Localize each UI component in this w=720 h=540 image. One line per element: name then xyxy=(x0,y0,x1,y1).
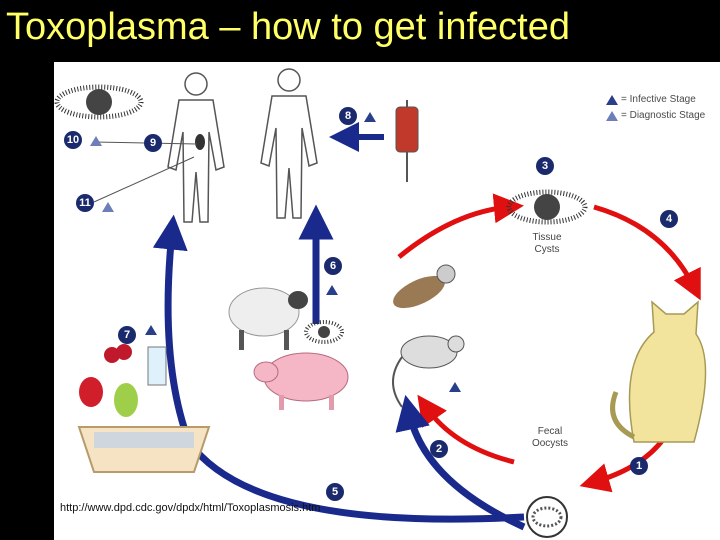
fetus-icon xyxy=(195,134,205,150)
step-badge: 2 xyxy=(430,440,448,458)
bird-icon xyxy=(393,264,456,309)
infective-stage-icon xyxy=(606,95,618,105)
diagnostic-stage-icon xyxy=(102,202,114,212)
cycle-arrow-to-hosts xyxy=(417,394,515,465)
tissue-cyst-icon xyxy=(506,189,588,225)
fecal-oocysts-label-line1: Fecal xyxy=(537,426,563,437)
human-figure-icon xyxy=(167,72,225,223)
pointer-line xyxy=(93,156,195,203)
legend-infective: = Infective Stage xyxy=(606,92,705,108)
legend: = Infective Stage = Diagnostic Stage xyxy=(606,92,705,124)
tissue-cysts-label: Tissue Cysts xyxy=(524,232,570,256)
fecal-oocysts-label-line2: Oocysts xyxy=(531,438,569,449)
pig-icon xyxy=(253,352,349,410)
legend-diagnostic-label: = Diagnostic Stage xyxy=(621,110,706,121)
infective-stage-icon xyxy=(326,285,338,295)
cycle-arrow-to-cat xyxy=(593,204,701,301)
step-badge: 1 xyxy=(630,457,648,475)
litter-box-icon xyxy=(77,426,211,473)
step-badge: 11 xyxy=(76,194,94,212)
step-badge: 10 xyxy=(64,131,82,149)
legend-diagnostic: = Diagnostic Stage xyxy=(606,108,705,124)
tissue-cyst-icon xyxy=(54,84,144,120)
infective-stage-icon xyxy=(449,382,461,392)
transmission-arrows xyxy=(152,122,526,531)
step-badge: 7 xyxy=(118,326,136,344)
slide-title: Toxoplasma – how to get infected xyxy=(6,6,571,48)
cat-icon xyxy=(610,300,707,443)
life-cycle-diagram: = Infective Stage = Diagnostic Stage Tis… xyxy=(54,62,720,540)
blood-bag-icon xyxy=(395,100,419,182)
tissue-cyst-icon xyxy=(304,320,344,344)
diagnostic-stage-icon xyxy=(606,111,618,121)
step-badge: 3 xyxy=(536,157,554,175)
human-figure-icon xyxy=(260,68,318,219)
diagnostic-stage-icon xyxy=(90,136,102,146)
mouse-icon xyxy=(392,335,465,408)
infective-stage-icon xyxy=(145,325,157,335)
fecal-oocysts-label: Fecal Oocysts xyxy=(524,426,576,450)
step-badge: 5 xyxy=(326,483,344,501)
fruit-icon xyxy=(79,344,138,417)
tissue-cysts-label-line1: Tissue xyxy=(532,232,562,243)
cycle-arrow-to-cysts xyxy=(397,193,524,259)
oocyst-icon xyxy=(526,496,568,538)
step-badge: 9 xyxy=(144,134,162,152)
step-badge: 4 xyxy=(660,210,678,228)
transmission-arrow-oocyst-to-animals xyxy=(395,394,526,531)
tissue-cysts-label-line2: Cysts xyxy=(534,244,560,255)
sheep-icon xyxy=(228,287,308,350)
stage-markers xyxy=(90,112,461,392)
step-badge: 8 xyxy=(339,107,357,125)
diagram-canvas xyxy=(54,68,707,538)
water-glass-icon xyxy=(147,346,167,386)
infective-stage-icon xyxy=(364,112,376,122)
source-url[interactable]: http://www.dpd.cdc.gov/dpdx/html/Toxopla… xyxy=(60,502,321,514)
step-badge: 6 xyxy=(324,257,342,275)
legend-infective-label: = Infective Stage xyxy=(621,94,696,105)
